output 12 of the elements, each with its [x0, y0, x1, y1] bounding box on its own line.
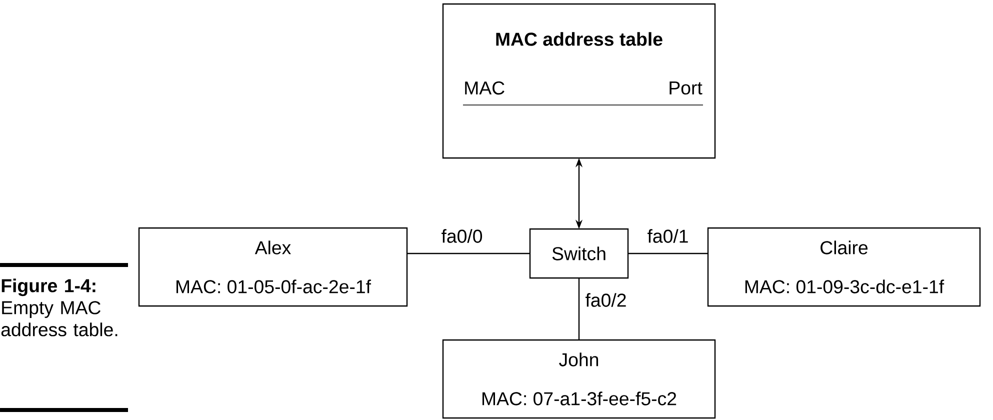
connector [578, 278, 580, 340]
connector [628, 252, 708, 254]
caption-text: Figure 1-4: Empty MAC address table. [1, 278, 118, 336]
connector [407, 252, 530, 254]
host-box: Claire MAC: 01-09-3c-dc-e1-1f [707, 227, 981, 307]
table-box: MAC address table MAC Port [442, 3, 716, 159]
port-label: fa0/0 [440, 228, 484, 244]
port-label: fa0/1 [646, 228, 690, 244]
host-box: Alex MAC: 01-05-0f-ac-2e-1f [138, 227, 408, 307]
port-label: fa0/2 [584, 292, 628, 308]
host-box: John MAC: 07-a1-3f-ee-f5-c2 [442, 339, 716, 419]
switch-box: Switch [529, 228, 629, 279]
